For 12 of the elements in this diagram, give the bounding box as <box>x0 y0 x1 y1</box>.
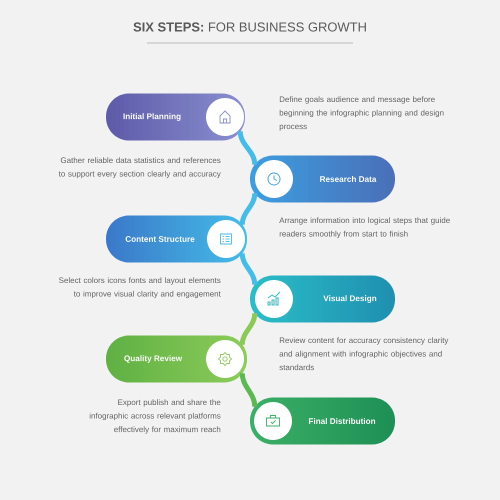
node-label: Initial Planning <box>124 113 180 121</box>
connector <box>240 313 258 345</box>
node-label: Final Distribution <box>308 418 376 424</box>
node-label: Visual Design <box>323 295 376 303</box>
node-label: Quality Review <box>124 355 182 363</box>
node-label: Content Structure <box>126 236 194 242</box>
connector <box>240 253 258 285</box>
connector <box>240 193 258 225</box>
title: SIX STEPS: FOR BUSINESS GROWTH <box>133 22 366 32</box>
connector <box>238 131 258 165</box>
connector <box>240 373 258 407</box>
node-label: Research Data <box>320 176 376 182</box>
